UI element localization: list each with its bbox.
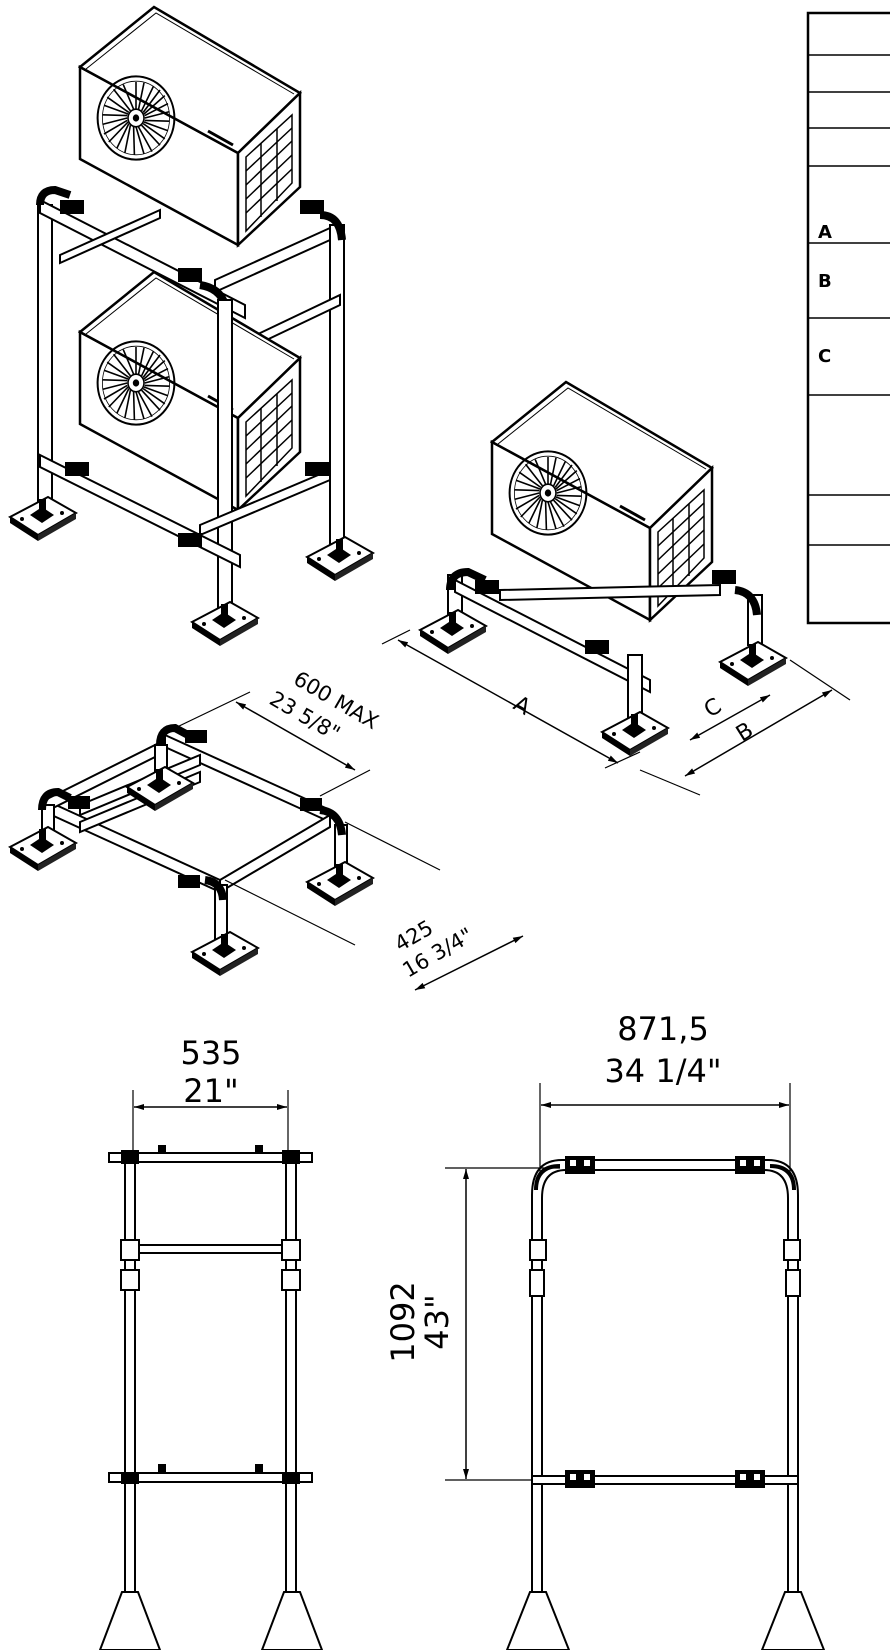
ac-unit-lower <box>80 272 300 510</box>
ac-unit-upper <box>80 7 300 245</box>
dim-21-in: 21" <box>183 1072 238 1110</box>
dim-C: C <box>700 694 726 723</box>
dim-34-1-4-in: 34 1/4" <box>604 1052 721 1090</box>
base-frame-isometric: 600 MAX 23 5/8" 425 16 3/4" <box>9 667 524 991</box>
single-stand-isometric: A B C <box>381 382 851 796</box>
ac-unit-single <box>492 382 712 620</box>
dim-A: A <box>509 691 534 720</box>
table-row-label: A <box>818 222 832 243</box>
dim-B: B <box>732 718 758 747</box>
table-row-label: C <box>818 346 831 367</box>
spec-table: A B C <box>806 11 890 625</box>
table-row-label: B <box>818 271 832 292</box>
dim-1092: 1092 <box>384 1281 422 1362</box>
side-elevation: 535 21" <box>98 1034 324 1650</box>
dim-535: 535 <box>180 1034 241 1072</box>
double-stand-isometric <box>9 7 374 647</box>
dim-43-in: 43" <box>418 1294 456 1349</box>
front-elevation: 871,5 34 1/4" 1092 43" <box>384 1010 826 1650</box>
dim-871-5: 871,5 <box>617 1010 709 1048</box>
